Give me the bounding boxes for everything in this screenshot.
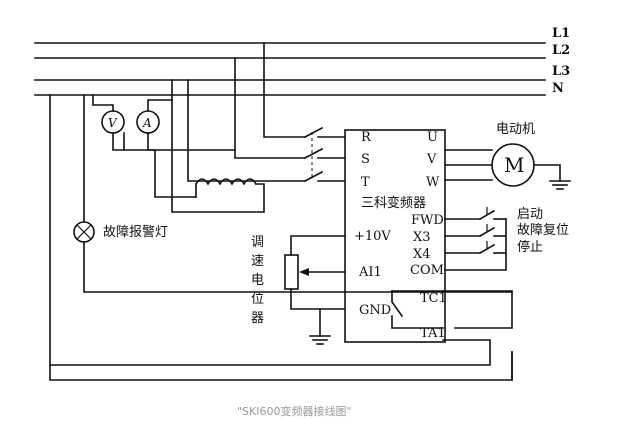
start-label: 启动 bbox=[517, 207, 543, 222]
supply-wiring bbox=[187, 42, 346, 183]
terminal-x3: X3 bbox=[413, 230, 431, 245]
terminal-s: S bbox=[361, 152, 370, 167]
diagram-caption: "SKI600变频器接线图" bbox=[237, 404, 352, 418]
bus-l3-label: L3 bbox=[552, 64, 570, 79]
bus-n-label: N bbox=[552, 81, 564, 96]
potentiometer: 调 速 电 位 器 bbox=[251, 235, 346, 345]
control-switches: 启动 故障复位 停止 bbox=[444, 207, 569, 271]
terminal-t: T bbox=[361, 175, 370, 190]
terminal-x4: X4 bbox=[413, 247, 431, 262]
wire-l1-r bbox=[263, 42, 306, 138]
terminal-gnd: GND bbox=[359, 303, 391, 318]
inverter: R S T U V W 三科变频器 FWD X3 X4 COM +10V AI1… bbox=[344, 129, 513, 343]
terminal-u: U bbox=[427, 130, 438, 145]
wire-l2-s bbox=[234, 57, 306, 159]
terminal-ai1: AI1 bbox=[358, 265, 382, 280]
lamp-label: 故障报警灯 bbox=[103, 224, 168, 240]
bus-l1-label: L1 bbox=[552, 26, 570, 41]
ammeter-label: A bbox=[142, 116, 152, 130]
current-transformer-icon bbox=[194, 178, 258, 186]
pot-label-1: 调 bbox=[251, 235, 264, 250]
terminal-tc1: TC1 bbox=[420, 291, 447, 306]
pot-wiper-icon bbox=[299, 268, 309, 276]
meters: V A bbox=[92, 79, 265, 213]
terminal-10v: +10V bbox=[354, 229, 391, 244]
bus-l2-label: L2 bbox=[552, 43, 570, 58]
pot-label-3: 电 bbox=[251, 273, 264, 288]
pot-label-5: 器 bbox=[251, 311, 264, 326]
com-return-wire bbox=[444, 218, 507, 271]
contact-r bbox=[303, 126, 324, 139]
terminal-w: W bbox=[426, 175, 440, 190]
motor-title: 电动机 bbox=[496, 122, 535, 137]
terminal-v: V bbox=[426, 152, 437, 167]
contact-s bbox=[303, 147, 324, 160]
motor-symbol: M bbox=[504, 153, 524, 177]
fault-reset-label: 故障复位 bbox=[517, 223, 569, 238]
pot-label-4: 位 bbox=[251, 292, 264, 307]
terminal-com: COM bbox=[410, 263, 444, 278]
terminal-r: R bbox=[361, 130, 372, 145]
stop-label: 停止 bbox=[517, 239, 543, 255]
inverter-name: 三科变频器 bbox=[361, 195, 426, 211]
contact-t bbox=[303, 170, 324, 183]
pot-label-2: 速 bbox=[251, 254, 264, 269]
voltmeter-label: V bbox=[108, 116, 118, 130]
pot-resistor-icon bbox=[284, 254, 299, 290]
motor: 电动机 M bbox=[444, 122, 571, 190]
terminal-ta1: TA1 bbox=[420, 326, 446, 341]
power-bus: L1 L2 L3 N bbox=[34, 26, 570, 96]
terminal-fwd: FWD bbox=[411, 213, 444, 228]
fault-lamp: 故障报警灯 bbox=[49, 94, 513, 381]
